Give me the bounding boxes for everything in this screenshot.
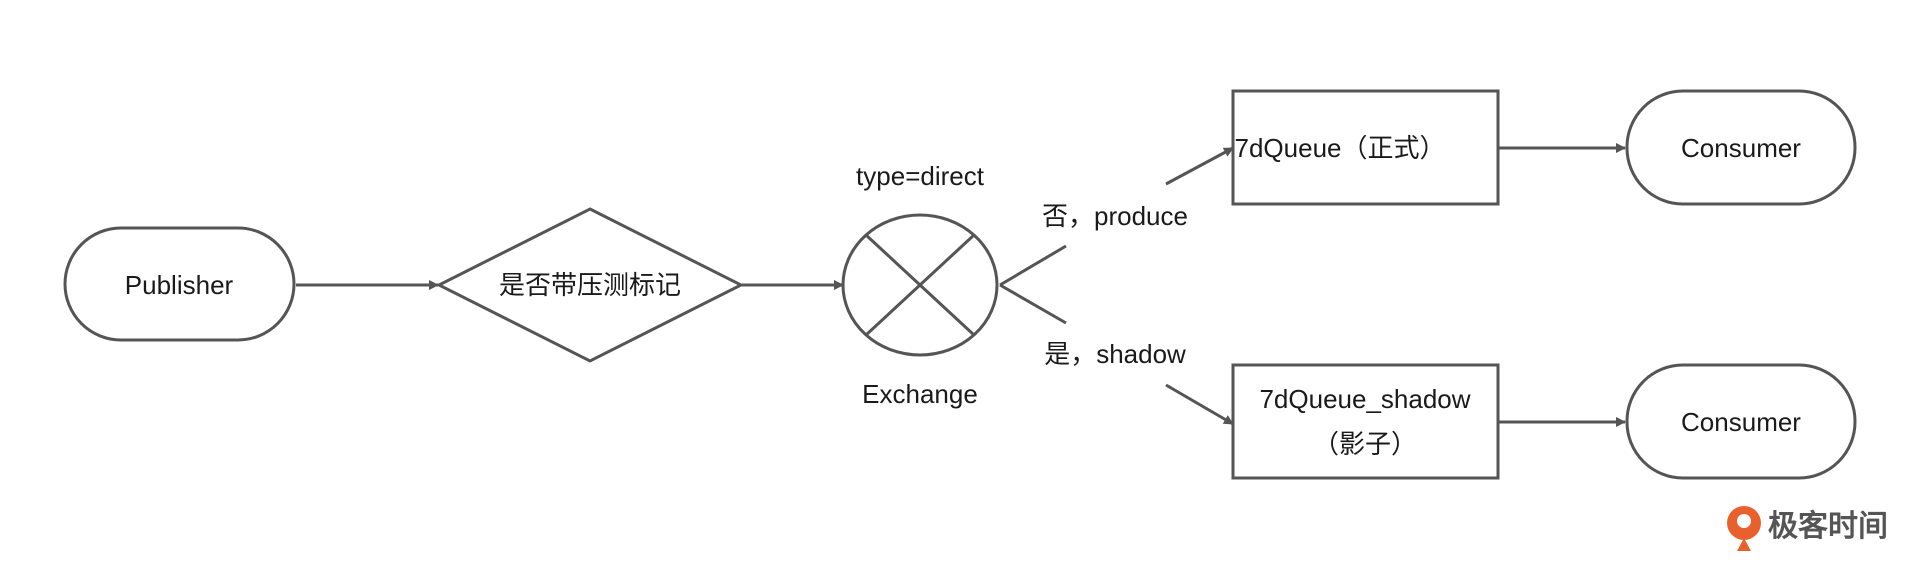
consumer-top-node	[1625, 89, 1857, 206]
publisher-label: Publisher	[125, 270, 234, 300]
decision-label: 是否带压测标记	[499, 270, 681, 300]
consumer-bottom-node	[1625, 363, 1857, 480]
consumer-top-label: Consumer	[1681, 133, 1801, 163]
edge-branch-no-arrow	[1165, 146, 1234, 186]
publisher-node	[63, 226, 296, 342]
brand-name: 极客时间	[1768, 509, 1888, 544]
consumer-bottom-label: Consumer	[1681, 407, 1801, 437]
queue-formal-label: 7dQueue（正式）	[1235, 133, 1446, 163]
exchange-cross-line-2	[864, 233, 976, 337]
queue-formal-node	[1231, 89, 1500, 206]
brand-watermark: 极客时间	[1727, 506, 1888, 551]
branch-yes-label: 是，shadow	[1044, 339, 1186, 369]
decision-node	[435, 207, 745, 363]
edge-exchange-to-queue-shadow	[999, 283, 1067, 325]
edge-branch-yes-arrow	[1165, 383, 1234, 426]
exchange-type-label: type=direct	[856, 161, 985, 191]
branch-no-label: 否，produce	[1042, 201, 1188, 231]
queue-shadow-node	[1231, 363, 1500, 480]
edge-exchange-to-queue-formal	[999, 244, 1067, 287]
geektime-logo-icon	[1727, 506, 1761, 551]
queue-shadow-label-line2: （影子）	[1313, 429, 1417, 459]
queue-shadow-label-line1: 7dQueue_shadow	[1259, 384, 1470, 414]
exchange-label: Exchange	[862, 379, 978, 409]
